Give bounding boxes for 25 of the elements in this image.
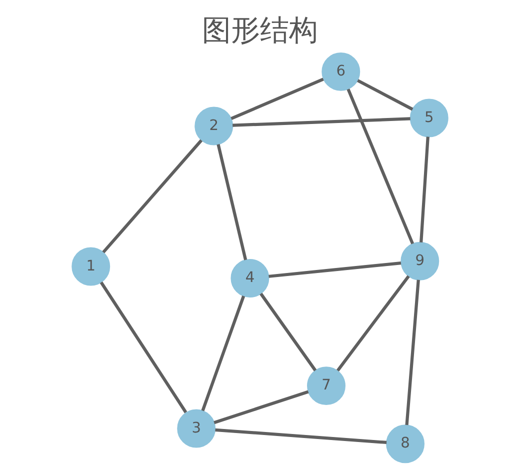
connector	[216, 144, 247, 260]
diagram-title: 图形结构	[201, 12, 318, 47]
connector	[232, 117, 410, 127]
node-circle: 2	[194, 106, 233, 146]
node-circle: 4	[230, 259, 269, 298]
node-circle: 1	[71, 247, 110, 286]
node-circle: 5	[409, 98, 448, 138]
connector	[214, 428, 386, 444]
connector	[268, 261, 401, 278]
node-circle: 8	[386, 424, 424, 464]
node-circle: 7	[306, 366, 345, 406]
node-circle: 9	[400, 242, 439, 280]
connector	[259, 292, 316, 372]
connector	[230, 78, 324, 120]
connector	[336, 275, 410, 372]
node-circle: 3	[176, 409, 216, 448]
connector	[419, 136, 429, 242]
connector	[102, 139, 202, 254]
connector	[356, 79, 413, 111]
connector	[99, 282, 187, 414]
connector	[213, 390, 308, 424]
node-circle: 6	[321, 52, 360, 91]
connector	[346, 88, 414, 244]
connector	[404, 280, 420, 426]
connector	[200, 296, 245, 412]
